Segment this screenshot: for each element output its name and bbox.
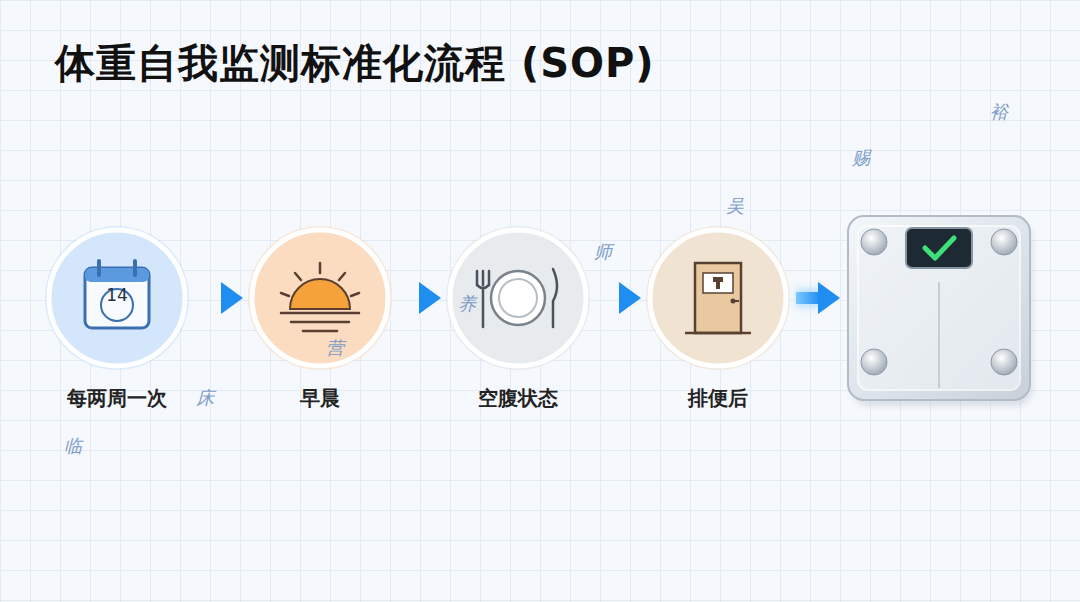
step-label: 排便后 xyxy=(623,385,813,412)
calendar-date: 14 xyxy=(97,285,137,305)
flow-arrow xyxy=(595,282,641,314)
watermark-char: 营 xyxy=(326,336,344,360)
watermark-char: 裕 xyxy=(990,100,1008,124)
step-node: 早晨 xyxy=(245,223,395,433)
watermark-char: 临 xyxy=(64,434,82,458)
step-node: 排便后 xyxy=(643,223,793,433)
watermark-char: 床 xyxy=(196,386,214,410)
step-label: 早晨 xyxy=(225,385,415,412)
step-circle xyxy=(643,223,793,373)
step-circle xyxy=(245,223,395,373)
step-node: 空腹状态 xyxy=(443,223,593,433)
watermark-char: 赐 xyxy=(852,146,870,170)
title: 体重自我监测标准化流程 (SOP) xyxy=(55,36,655,91)
step-node: 14每两周一次 xyxy=(42,223,192,433)
step-label: 空腹状态 xyxy=(423,385,613,412)
watermark-char: 养 xyxy=(458,292,476,316)
bathroom-scale xyxy=(848,216,1032,406)
step-label: 每两周一次 xyxy=(22,385,212,412)
flow-arrow xyxy=(194,282,243,314)
watermark-char: 师 xyxy=(594,240,612,264)
flow-arrow xyxy=(397,282,441,314)
arrow xyxy=(796,282,840,314)
watermark-char: 吴 xyxy=(726,194,744,218)
